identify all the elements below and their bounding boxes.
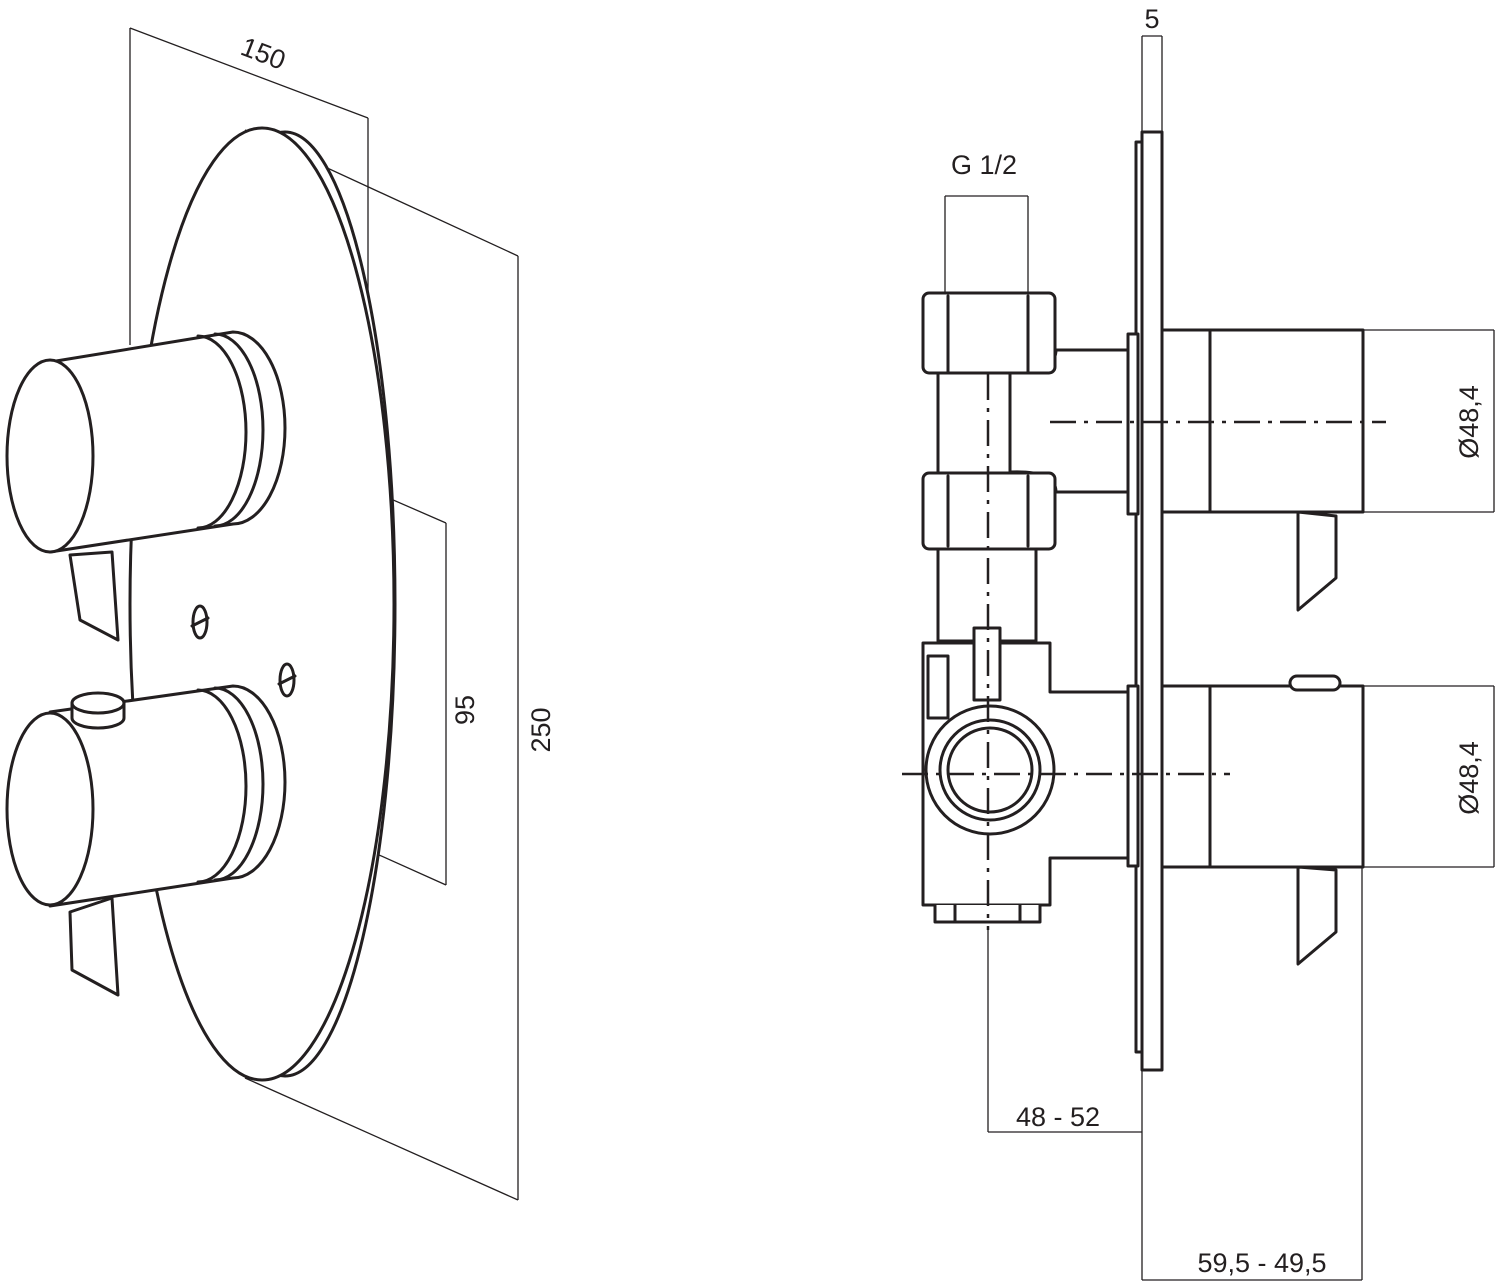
- dim-knob-spacing-label: 95: [450, 695, 480, 725]
- safety-button: [70, 691, 126, 730]
- screw-cover-bottom: [277, 662, 297, 698]
- dim-projection-label: 59,5 - 49,5: [1197, 1248, 1326, 1278]
- side-top-knob: [1160, 328, 1365, 612]
- bottom-knob: [5, 684, 287, 997]
- escutcheon-plate: [128, 126, 397, 1082]
- dim-knob-diameter-bottom-label: Ø48,4: [1454, 741, 1484, 815]
- valve-body: [921, 626, 1140, 924]
- dim-plate-thickness-label: 5: [1144, 4, 1159, 34]
- top-inlet-fitting: [921, 291, 1140, 643]
- dim-thread-label: G 1/2: [951, 150, 1017, 180]
- top-knob: [5, 330, 287, 642]
- side-bottom-knob: [1160, 674, 1365, 966]
- dim-width-label: 150: [237, 32, 290, 76]
- perspective-view: 150 95 250: [5, 27, 556, 1201]
- dim-knob-diameter-top-label: Ø48,4: [1454, 385, 1484, 459]
- side-wall-plate: [1134, 130, 1164, 1072]
- side-view: 5 G 1/2 Ø48,4 Ø48,4 48 - 52 59,5 - 49,5: [902, 4, 1495, 1281]
- center-axes: [902, 374, 1386, 930]
- safety-button-side: [1288, 674, 1342, 692]
- screw-cover-top: [190, 604, 210, 640]
- dim-height-label: 250: [526, 707, 556, 752]
- dim-wall-depth-label: 48 - 52: [1016, 1102, 1100, 1132]
